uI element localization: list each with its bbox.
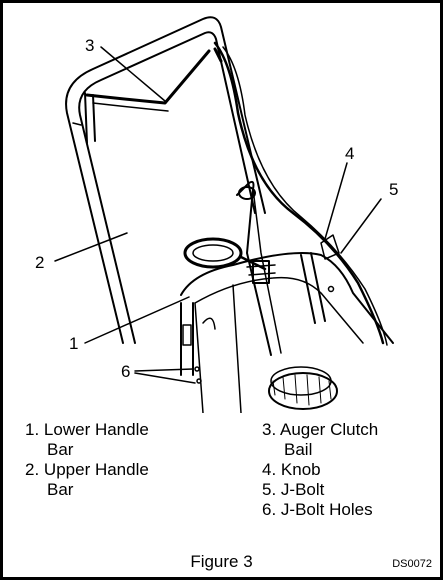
legend-label: Lower Handle [43,420,149,439]
legend-left-column: 1. Lower Handle Bar 2. Upper Handle Bar [25,420,225,500]
callout-6: 6 [121,362,130,381]
callout-leaders [54,46,382,384]
legend-label: J-Bolt [280,480,325,499]
legend-number: 1. [25,420,40,439]
lower-handle-bar [180,252,326,376]
chute-control-rod [236,180,282,356]
upper-handle-bar [65,16,266,344]
legend-number: 5. [262,480,277,499]
figure-caption: Figure 3 [190,552,253,571]
legend-label: Knob [280,460,321,479]
legend-item-upper-handle-bar: 2. Upper Handle Bar [25,460,225,500]
callout-4: 4 [345,144,354,163]
legend-number: 6. [262,500,277,519]
legend-label: Upper Handle [43,460,149,479]
legend-label-continued: Bar [47,480,74,499]
callout-3: 3 [85,36,94,55]
auger-clutch-bail [84,49,211,144]
legend-item-j-bolt: 5. J-Bolt [262,480,440,500]
legend-number: 3. [262,420,277,439]
legend-right-column: 3. Auger Clutch Bail 4. Knob 5. J-Bolt 6… [262,420,440,520]
callout-5: 5 [389,180,398,199]
legend-item-knob: 4. Knob [262,460,440,480]
legend-item-j-bolt-holes: 6. J-Bolt Holes [262,500,440,520]
callout-1: 1 [69,334,78,353]
knob-assembly [246,234,340,293]
document-id: DS0072 [392,558,432,570]
legend-label: J-Bolt Holes [280,500,373,519]
legend-label: Auger Clutch [279,420,379,439]
legend-item-auger-clutch-bail: 3. Auger Clutch Bail [262,420,440,460]
handle-assembly-illustration: 3 4 5 2 1 6 [35,16,398,413]
legend-label-continued: Bar [47,440,74,459]
legend-item-lower-handle-bar: 1. Lower Handle Bar [25,420,225,460]
j-bolt-holes [194,366,202,384]
discharge-housing [180,251,394,413]
legend-number: 2. [25,460,40,479]
legend-number: 4. [262,460,277,479]
callout-2: 2 [35,253,44,272]
control-cables [213,41,388,346]
legend-label-continued: Bail [284,440,313,459]
chute-deflector-cap [268,366,338,410]
